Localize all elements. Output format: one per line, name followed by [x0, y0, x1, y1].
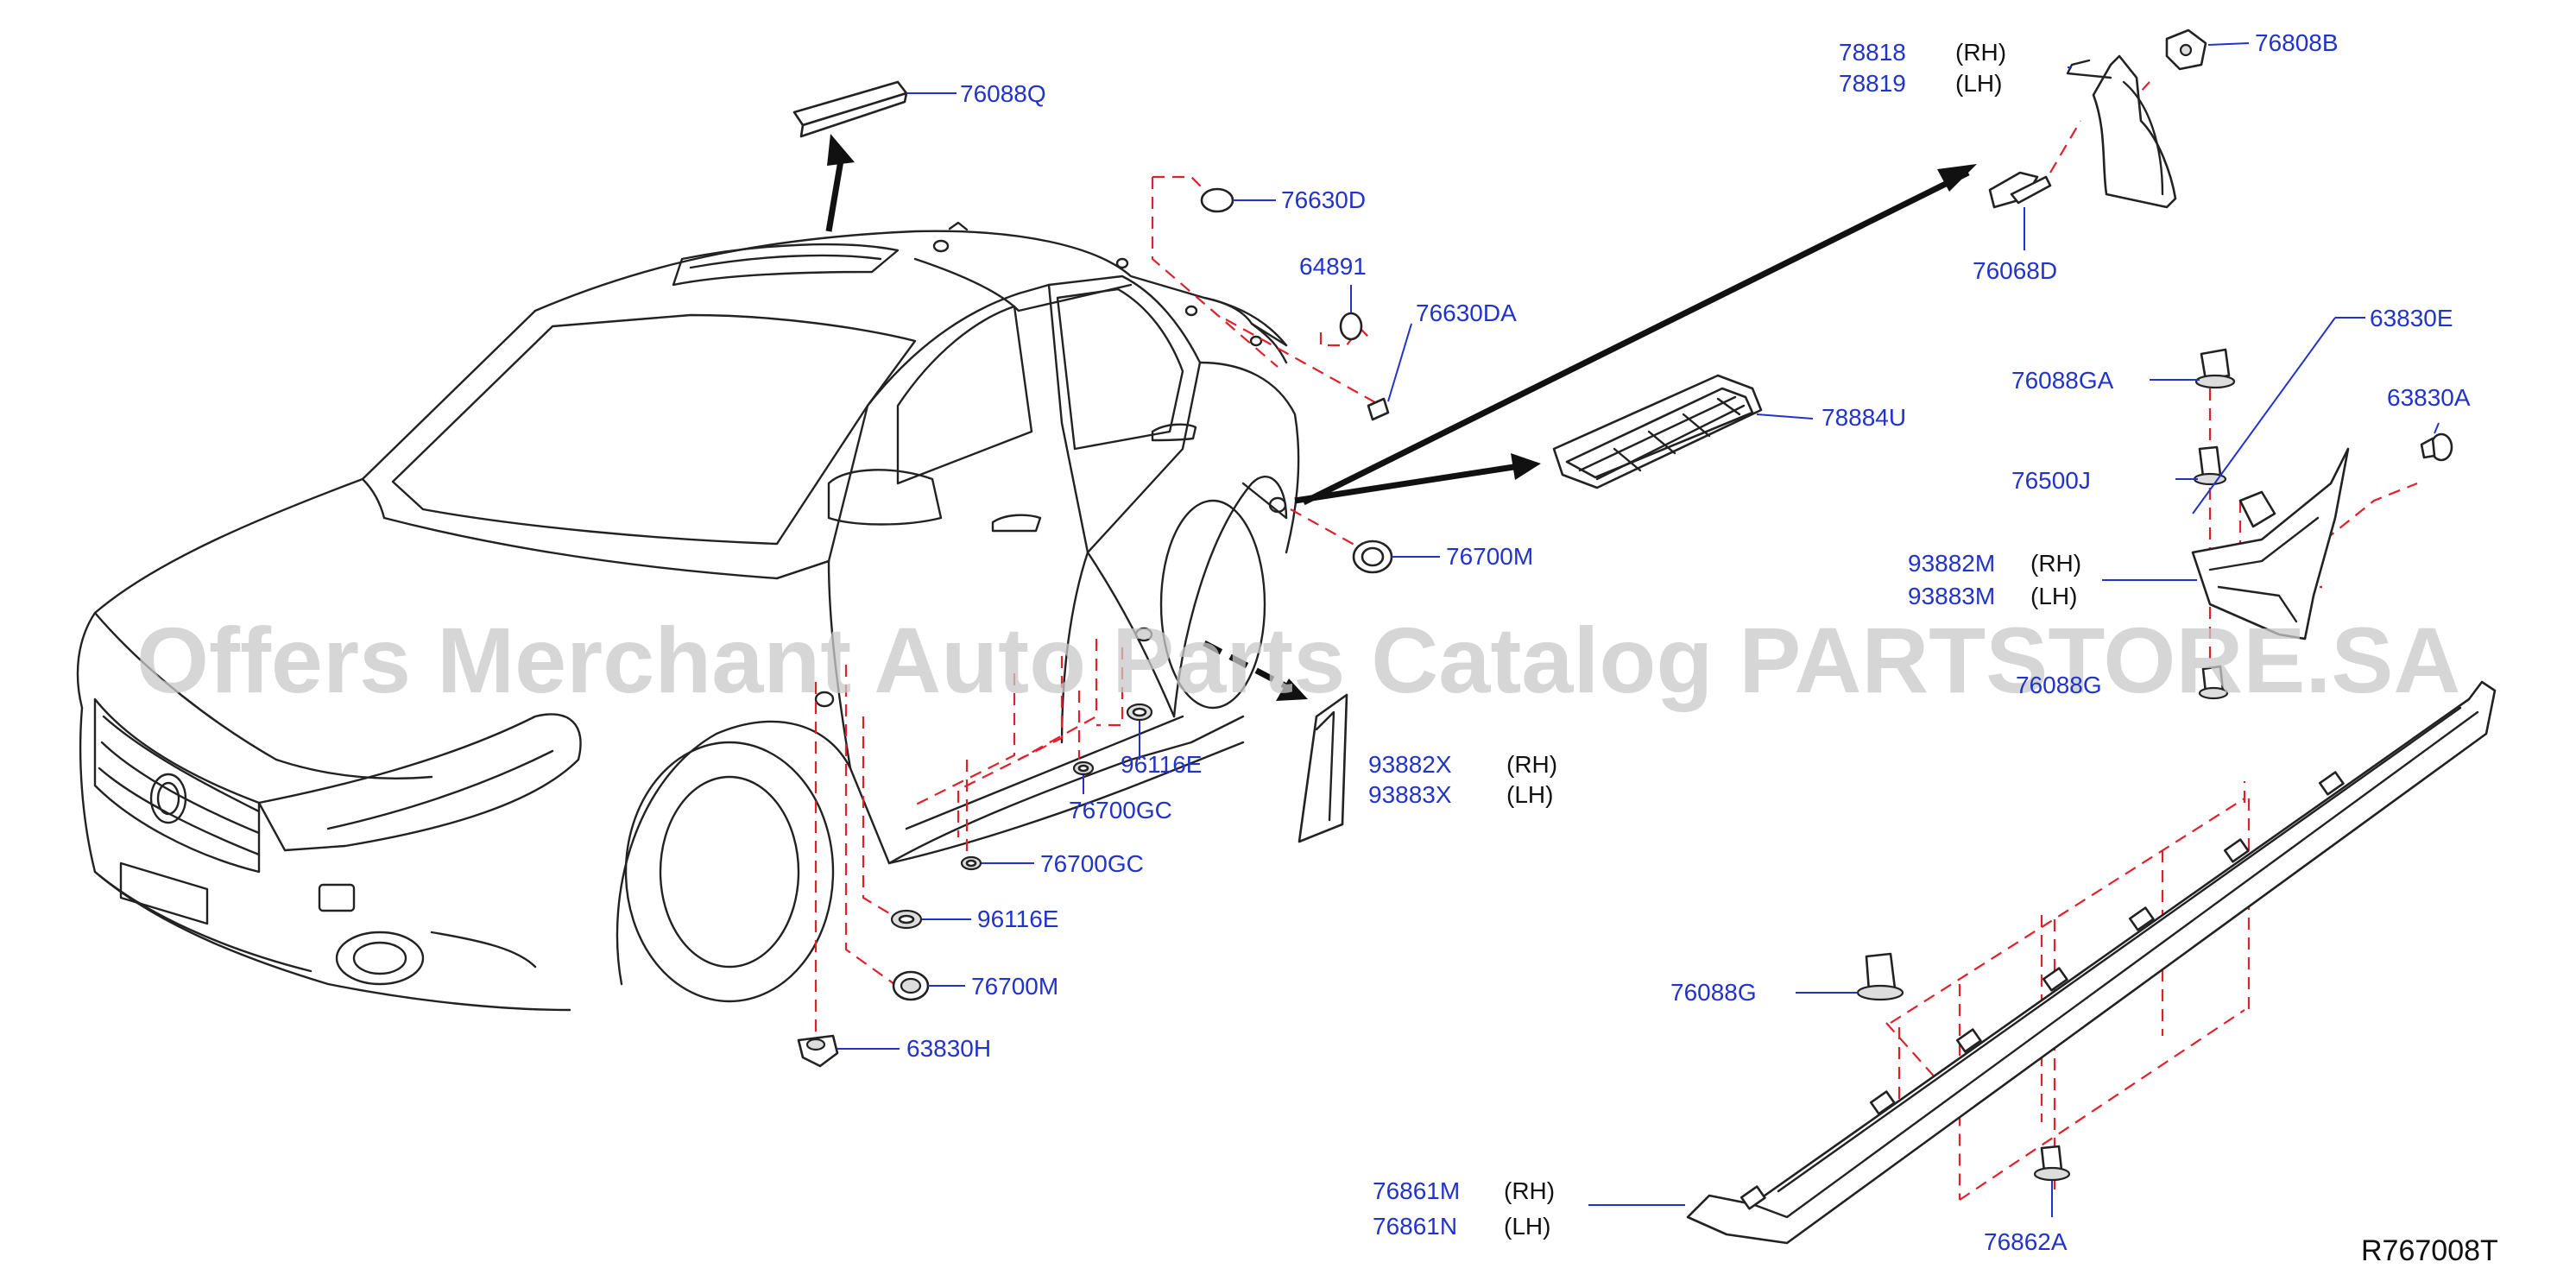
- part-76500J-clip: [2193, 445, 2227, 486]
- side-lh-93883M: (LH): [2030, 583, 2077, 609]
- callout-76088GA[interactable]: 76088GA: [2011, 367, 2114, 394]
- callout-96116E-upper[interactable]: 96116E: [1121, 751, 1202, 778]
- callout-96116E-lower[interactable]: 96116E: [977, 906, 1058, 932]
- side-rh-76861M: (RH): [1504, 1177, 1555, 1204]
- callout-78884U[interactable]: 78884U: [1822, 404, 1906, 431]
- side-lh-93883X: (LH): [1506, 781, 1553, 808]
- callout-93882M[interactable]: 93882M: [1908, 550, 1995, 577]
- callout-76088G-lower[interactable]: 76088G: [1670, 979, 1757, 1006]
- callout-76862A[interactable]: 76862A: [1984, 1228, 2068, 1255]
- callout-63830H[interactable]: 63830H: [906, 1035, 991, 1062]
- side-rh-93882M: (RH): [2030, 550, 2081, 577]
- callout-93882X[interactable]: 93882X: [1368, 751, 1452, 778]
- part-76088Q-pad: [792, 80, 908, 138]
- side-lh-76861N: (LH): [1504, 1213, 1550, 1240]
- callout-76088Q[interactable]: 76088Q: [960, 80, 1046, 107]
- callout-78819[interactable]: 78819: [1839, 70, 1906, 97]
- part-76700M-grommet: [1352, 540, 1393, 574]
- part-78818-bracket: [2066, 54, 2177, 209]
- side-rh-93882X: (RH): [1506, 751, 1557, 778]
- part-76068D-bolt: [1988, 171, 2052, 209]
- callout-labels: 76088Q 76630D 64891 76630DA 78884U 76700…: [906, 29, 2498, 1267]
- callout-76700GC-upper[interactable]: 76700GC: [1069, 797, 1172, 824]
- part-64891-plug: [1339, 312, 1363, 341]
- callout-leaders: [837, 42, 2440, 1217]
- part-76088G-clip-upper: [2198, 665, 2229, 700]
- part-76630DA-pad: [1367, 397, 1390, 421]
- callout-76700M-upper[interactable]: 76700M: [1446, 543, 1533, 570]
- callout-76700GC-lower[interactable]: 76700GC: [1040, 850, 1144, 877]
- part-96116E-grommet-upper: [1126, 703, 1153, 722]
- part-78884U-vent: [1552, 374, 1763, 489]
- part-76808B-clip: [2165, 28, 2207, 71]
- part-76700GC-grommet-upper: [1072, 760, 1095, 776]
- callout-76088G-upper[interactable]: 76088G: [2016, 672, 2102, 698]
- part-93882X-pillar-trim: [1297, 693, 1348, 843]
- part-76700GC-grommet-lower: [960, 855, 982, 871]
- part-76861M-side-sill: [1686, 680, 2497, 1245]
- callout-76630D[interactable]: 76630D: [1281, 186, 1366, 213]
- callout-63830A[interactable]: 63830A: [2387, 384, 2471, 411]
- side-lh-78819: (LH): [1955, 70, 2002, 97]
- callout-76700M-lower[interactable]: 76700M: [971, 973, 1058, 1000]
- watermark-text: Offers Merchant Auto Parts Catalog PARTS…: [136, 608, 2460, 712]
- part-76630D-plug: [1200, 187, 1234, 213]
- callout-93883M[interactable]: 93883M: [1908, 583, 1995, 609]
- part-76700M-grommet-lower: [892, 970, 930, 1001]
- side-rh-78818: (RH): [1955, 39, 2006, 66]
- callout-76861N[interactable]: 76861N: [1373, 1213, 1457, 1240]
- car-body-outline: [76, 221, 1300, 1012]
- callout-64891[interactable]: 64891: [1299, 253, 1367, 280]
- part-63830A-clip: [2420, 432, 2453, 462]
- part-93882M-mudflap: [2191, 447, 2350, 640]
- callout-76861M[interactable]: 76861M: [1373, 1177, 1460, 1204]
- callout-93883X[interactable]: 93883X: [1368, 781, 1452, 808]
- callout-76068D[interactable]: 76068D: [1973, 257, 2057, 284]
- part-76862A-clip: [2033, 1145, 2071, 1182]
- part-63830E-clip: [2238, 490, 2276, 528]
- diagram-reference-code: R767008T: [2361, 1234, 2498, 1267]
- part-63830H-clip: [797, 1034, 839, 1068]
- callout-78818[interactable]: 78818: [1839, 39, 1906, 66]
- callout-76500J[interactable]: 76500J: [2011, 467, 2091, 494]
- callout-63830E[interactable]: 63830E: [2370, 305, 2453, 331]
- part-96116E-grommet-lower: [890, 909, 923, 930]
- part-76088G-clip-lower: [1856, 952, 1904, 1001]
- part-76088GA-clip: [2194, 348, 2236, 389]
- callout-76808B[interactable]: 76808B: [2255, 29, 2339, 56]
- direction-arrows: [825, 134, 1977, 701]
- callout-76630DA[interactable]: 76630DA: [1416, 300, 1517, 326]
